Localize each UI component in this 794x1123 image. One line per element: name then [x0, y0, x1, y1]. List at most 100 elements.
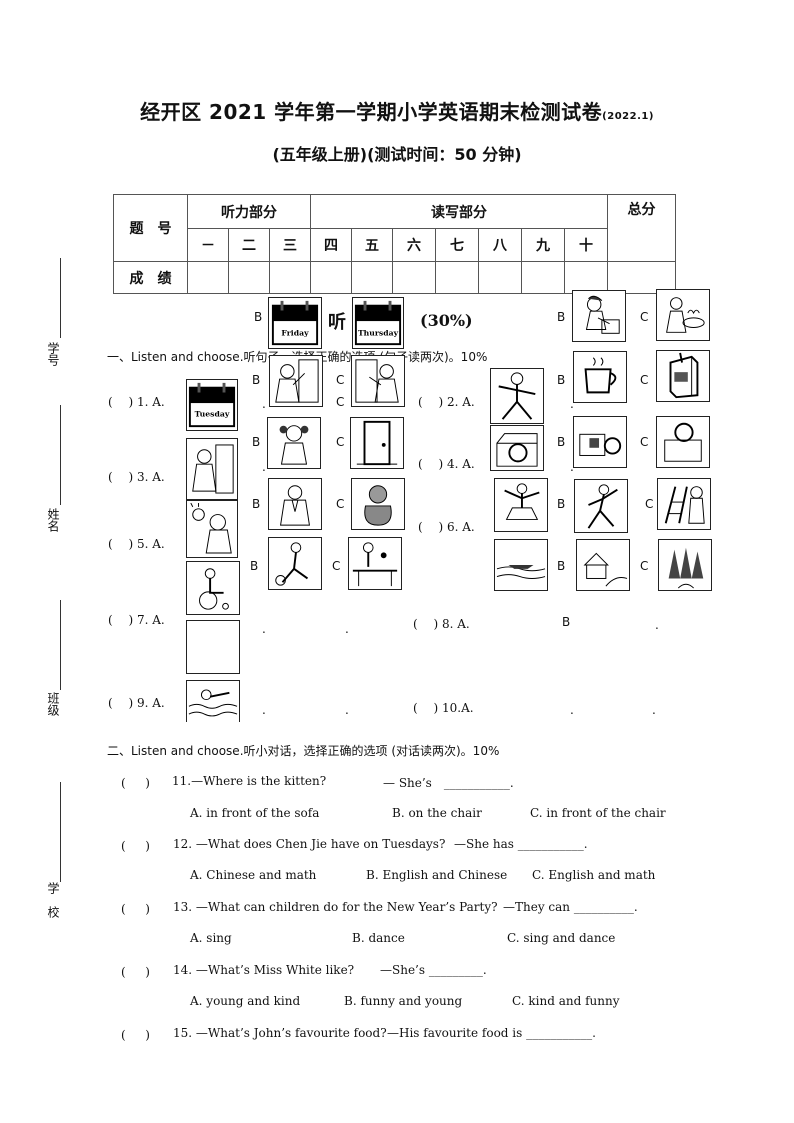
wheelchair-image	[186, 561, 240, 615]
option-b-label: B	[557, 373, 566, 387]
col-4: 四	[310, 228, 352, 262]
student-no-line	[60, 258, 61, 338]
section-numbers-row: － 二 三 四 五 六 七 八 九 十	[114, 228, 676, 262]
title-date: (2022.1)	[602, 111, 654, 122]
score-cell[interactable]	[478, 261, 522, 294]
option-b-label: B	[557, 559, 566, 573]
blank-image	[186, 620, 240, 674]
score-cell[interactable]	[310, 261, 352, 294]
q13-option-a: A. sing	[190, 931, 232, 945]
q12-question: 12. —What does Chen Jie have on Tuesdays…	[173, 837, 446, 851]
kung-fu-image	[490, 368, 544, 424]
option-c-label: C	[640, 310, 649, 324]
option-b-label: B	[562, 615, 571, 629]
option-b-label: B	[557, 435, 566, 449]
grandmother-image	[351, 478, 405, 530]
part-heading-listening: 听	[328, 312, 346, 333]
school-label: 学 校	[46, 882, 60, 918]
row-label-question-no: 题 号	[113, 194, 188, 262]
cup-image	[573, 351, 627, 403]
football-image	[268, 537, 322, 590]
cooking-image	[656, 289, 710, 341]
q11-question: 11.—Where is the kitten?	[172, 774, 327, 788]
q14-option-b: B. funny and young	[344, 994, 463, 1008]
q11-response: — She’s ___________.	[383, 776, 514, 790]
option-c-label: C	[640, 435, 649, 449]
q12-answer-paren[interactable]: ( )	[121, 839, 150, 853]
ball-on-box-image	[656, 416, 710, 468]
dot: .	[345, 703, 349, 717]
calendar-tuesday-image: Tuesday	[186, 379, 238, 431]
part-heading-score: (30%)	[420, 311, 473, 330]
score-cell[interactable]	[564, 261, 608, 294]
question-10-number: ( ) 10.A.	[413, 701, 474, 715]
lake-boat-image	[494, 539, 548, 591]
dot: .	[262, 703, 266, 717]
calendar-tuesday-text: Tuesday	[195, 410, 230, 419]
exam-subtitle: (五年级上册)(测试时间：50 分钟)	[272, 145, 522, 164]
q12-option-b: B. English and Chinese	[366, 868, 508, 882]
q11-option-a: A. in front of the sofa	[190, 806, 320, 820]
q13-option-c: C. sing and dance	[507, 931, 616, 945]
boy-at-window-image	[269, 355, 323, 407]
score-row: 成 绩	[113, 261, 676, 294]
option-b-label: B	[252, 497, 261, 511]
door-image	[350, 417, 404, 469]
swimming-image	[186, 680, 240, 722]
q13-option-b: B. dance	[352, 931, 405, 945]
score-table: 题 号 听力部分 读写部分 总分 － 二 三 四 五 六 七 八 九 十 成 绩	[113, 194, 676, 294]
q13-answer-paren[interactable]: ( )	[121, 902, 150, 916]
dot: .	[652, 703, 656, 717]
dot: .	[345, 622, 349, 636]
option-b-label: B	[252, 435, 261, 449]
boy-with-ladder-image	[657, 478, 711, 530]
question-4-number: ( ) 4. A.	[418, 457, 475, 471]
total-header: 总分	[607, 194, 676, 262]
option-c-label: C	[332, 559, 341, 573]
col-8: 八	[478, 228, 522, 262]
q12-response: —She has ___________.	[454, 837, 588, 851]
q11-option-b: B. on the chair	[392, 806, 482, 820]
col-2: 二	[228, 228, 270, 262]
question-7-number: ( ) 7. A.	[108, 613, 165, 627]
row-label-score: 成 绩	[113, 261, 188, 294]
col-7: 七	[435, 228, 479, 262]
score-cell[interactable]	[435, 261, 479, 294]
q11-answer-paren[interactable]: ( )	[121, 776, 150, 790]
question-9-number: ( ) 9. A.	[108, 696, 165, 710]
q14-option-c: C. kind and funny	[512, 994, 620, 1008]
q15-question: 15. —What’s John’s favourite food?	[173, 1026, 387, 1040]
score-cell[interactable]	[187, 261, 229, 294]
juice-box-image	[656, 350, 710, 402]
option-c-label: C	[640, 373, 649, 387]
school-line	[60, 782, 61, 882]
question-5-number: ( ) 5. A.	[108, 537, 165, 551]
col-6: 六	[392, 228, 436, 262]
score-cell[interactable]	[269, 261, 311, 294]
option-c-label: C	[336, 497, 345, 511]
score-cell[interactable]	[228, 261, 270, 294]
q14-option-a: A. young and kind	[190, 994, 301, 1008]
question-8-number: ( ) 8. A.	[413, 617, 470, 631]
q12-option-a: A. Chinese and math	[190, 868, 317, 882]
q15-answer-paren[interactable]: ( )	[121, 1028, 150, 1042]
forest-image	[658, 539, 712, 591]
q11-option-c: C. in front of the chair	[530, 806, 666, 820]
col-5: 五	[351, 228, 393, 262]
ball-in-box-image	[490, 425, 544, 471]
score-cell[interactable]	[392, 261, 436, 294]
total-score-cell[interactable]	[607, 261, 676, 294]
option-b-label: B	[254, 310, 263, 324]
student-no-label: 学号	[46, 342, 60, 366]
ping-pong-image	[348, 537, 402, 590]
q14-answer-paren[interactable]: ( )	[121, 965, 150, 979]
dot: .	[570, 703, 574, 717]
question-3-number: ( ) 3. A.	[108, 470, 165, 484]
col-1: －	[187, 228, 229, 262]
option-c-label: C	[336, 373, 345, 387]
score-cell[interactable]	[521, 261, 565, 294]
name-line	[60, 405, 61, 505]
name-label: 姓名	[46, 508, 60, 532]
option-c-label: C	[645, 497, 654, 511]
score-cell[interactable]	[351, 261, 393, 294]
